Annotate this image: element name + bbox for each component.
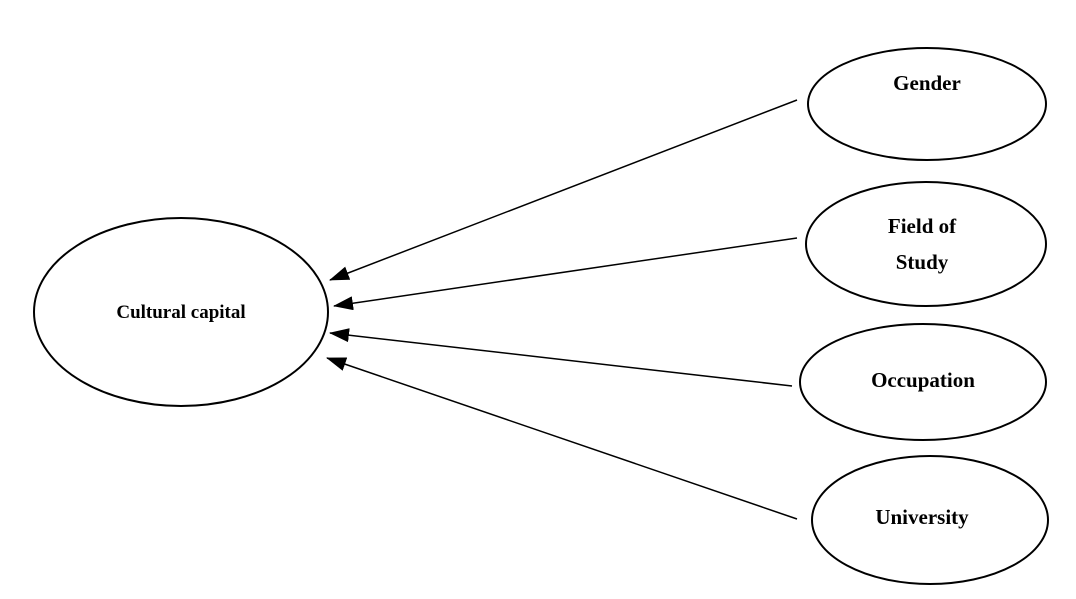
field-of-study-node: Field of Study [805,181,1047,307]
university-node: University [811,455,1049,585]
arrow-gender-to-cultural-capital [329,99,798,281]
arrow-university-to-cultural-capital [326,357,798,520]
occupation-label: Occupation [871,368,975,392]
cultural-capital-node: Cultural capital [33,217,329,407]
arrow-occupation-to-cultural-capital [329,328,793,387]
cultural-capital-label: Cultural capital [116,302,245,323]
occupation-node: Occupation [799,323,1047,441]
arrow-field-of-study-to-cultural-capital [333,237,798,311]
field-of-study-label-line2: Study [896,250,949,274]
gender-label: Gender [893,71,961,95]
gender-node: Gender [807,47,1047,161]
field-of-study-label-line1: Field of [888,214,957,238]
university-label: University [875,505,969,529]
